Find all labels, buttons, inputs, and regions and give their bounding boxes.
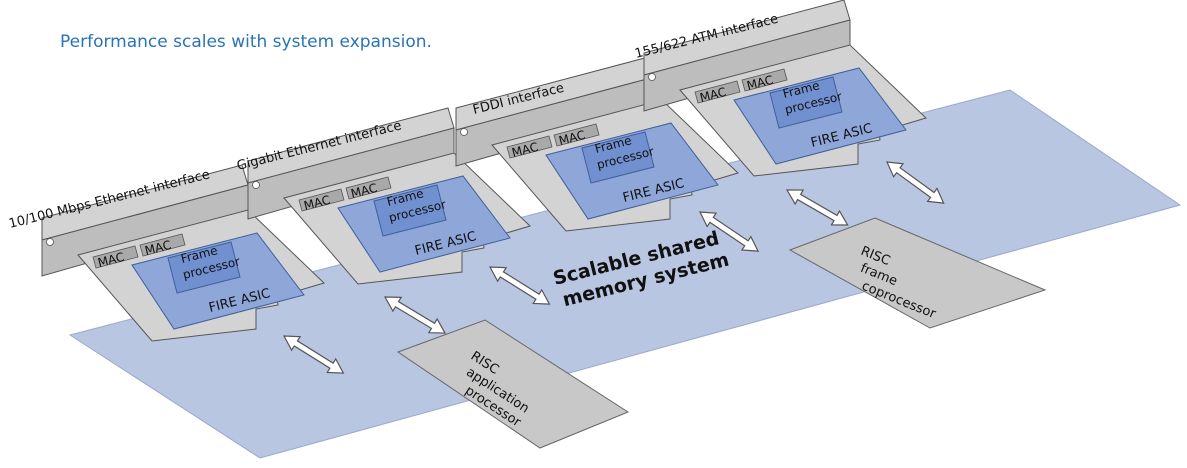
frame-processor: Frame processor [581,131,655,184]
interface-card-atm: MAC MAC FIRE ASIC Frame processor [643,0,927,177]
frame-processor: Frame processor [373,184,447,237]
frame-processor: Frame processor [769,76,843,129]
mac-chip: MAC [694,80,741,105]
mac-chip: MAC [92,245,139,270]
interface-card-ethernet: MAC MAC FIRE ASIC Frame processor [41,164,325,342]
mac-chip: MAC [741,68,788,93]
mac-label: MAC [557,128,586,148]
processor-block [396,319,630,449]
mac-label: MAC [745,73,774,93]
processor-block [788,217,1047,329]
mac-label: MAC [510,140,539,160]
frame-processor: Frame processor [167,241,241,294]
caption: Performance scales with system expansion… [60,32,432,52]
mac-label: MAC [96,250,125,270]
mac-label: MAC [349,181,378,201]
interface-card-fddi: MAC MAC FIRE ASIC Frame processor [455,54,739,232]
interface-card-gigabit: MAC MAC FIRE ASIC Frame processor [247,107,531,285]
mac-label: MAC [302,193,331,213]
mac-label: MAC [143,238,172,258]
mac-chip: MAC [553,123,600,148]
mac-chip: MAC [298,188,345,213]
mac-chip: MAC [506,135,553,160]
mac-chip: MAC [345,176,392,201]
mac-chip: MAC [139,233,186,258]
mac-label: MAC [698,85,727,105]
